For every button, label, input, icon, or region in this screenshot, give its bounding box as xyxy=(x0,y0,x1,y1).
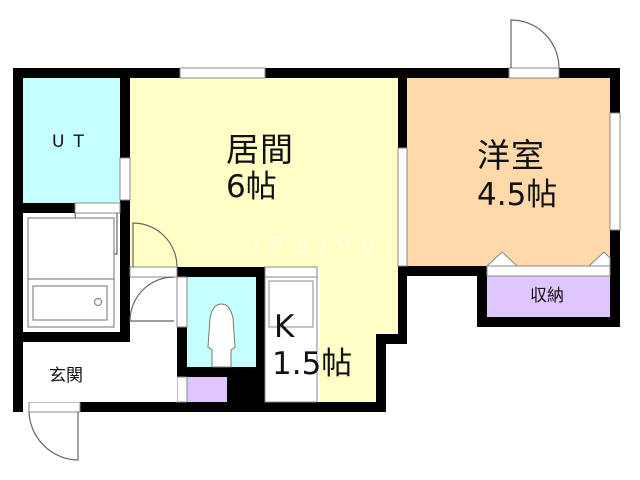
kitchen-counter xyxy=(264,276,318,403)
western-room-name: 洋室 xyxy=(477,136,545,175)
kitchen-size: 1.5帖 xyxy=(272,346,353,382)
unit-toilet-label: UT xyxy=(52,132,93,152)
drain-icon xyxy=(93,297,103,307)
entrance-door-icon[interactable] xyxy=(28,411,79,461)
living-door-icon[interactable] xyxy=(132,222,178,268)
room-western-fill xyxy=(407,78,610,266)
living-room-name: 居間 xyxy=(226,130,294,169)
entrance-floor xyxy=(23,342,177,402)
door-thresholds xyxy=(28,67,611,413)
bathroom-fixtures xyxy=(27,217,115,328)
storage-label: 収納 xyxy=(530,286,564,306)
storage-folding-doors[interactable] xyxy=(485,251,611,267)
toilet-door-icon[interactable] xyxy=(129,276,175,322)
living-room-size: 6帖 xyxy=(226,169,277,205)
room-living-lower-fill xyxy=(320,268,380,402)
entrance-label: 玄関 xyxy=(49,366,83,386)
watermark: jogjog xyxy=(253,229,387,254)
toilet-icon xyxy=(207,303,236,368)
western-room-size: 4.5帖 xyxy=(477,177,558,213)
walls xyxy=(13,68,620,412)
windows xyxy=(119,67,621,267)
kitchen-name: K xyxy=(274,309,295,345)
room-storage-fill xyxy=(487,276,610,317)
balcony-door-icon[interactable] xyxy=(510,19,560,69)
small-storage-fill xyxy=(187,377,227,402)
room-ut-fill xyxy=(23,78,120,203)
